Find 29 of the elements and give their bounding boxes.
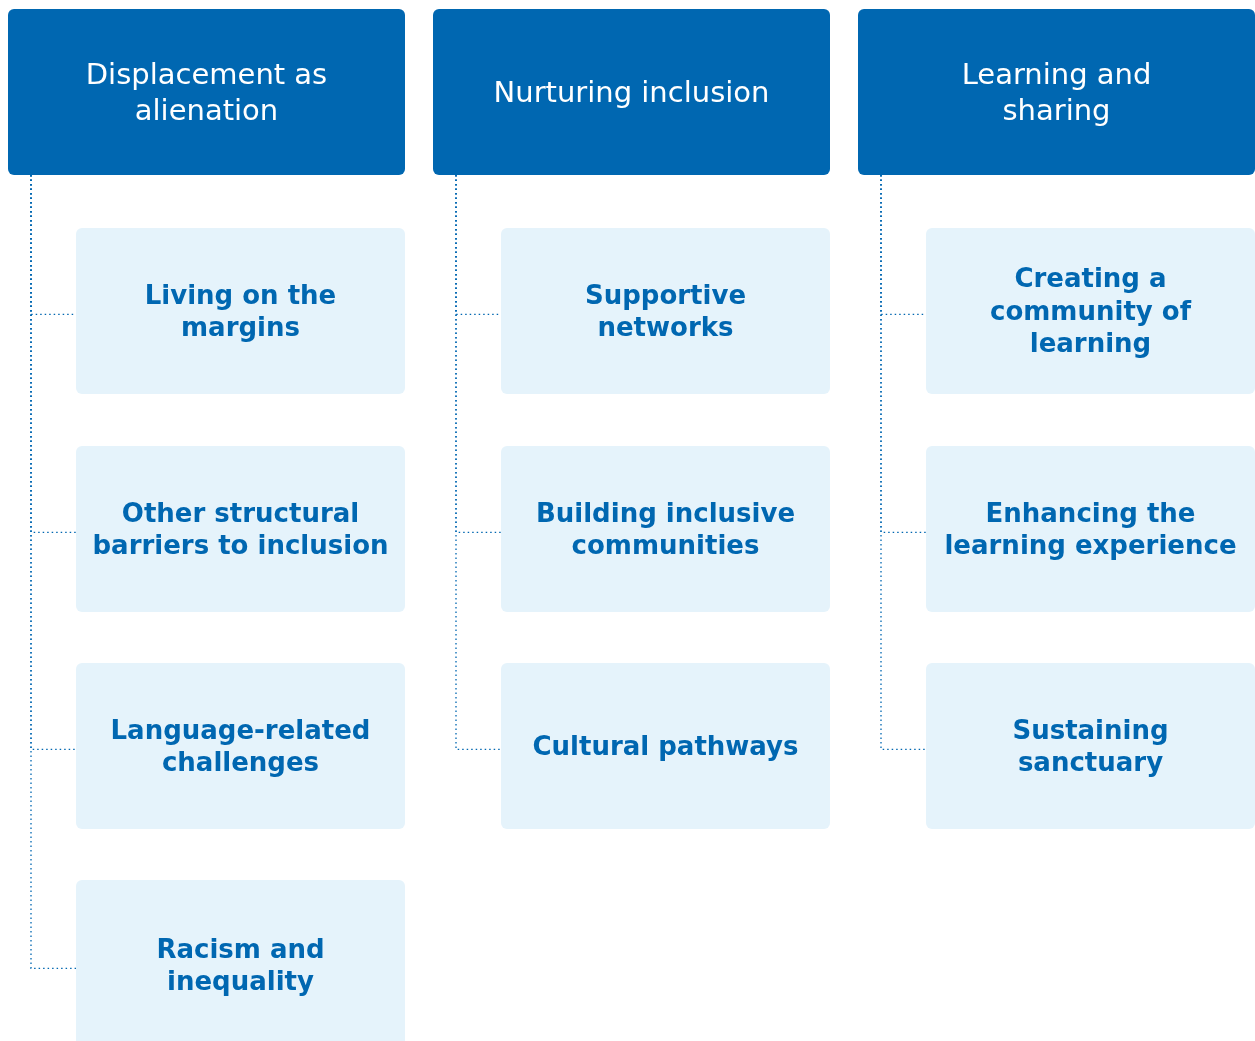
subtheme-title: Creating a community of learning	[989, 262, 1193, 360]
subtheme-box	[76, 446, 405, 612]
subtheme-title: Supportive networks	[583, 278, 748, 344]
subtheme-box	[76, 228, 405, 394]
dotted-connector	[30, 174, 77, 970]
theme-title: Nurturing inclusion	[493, 73, 770, 111]
subtheme-title: Enhancing the learning experience	[943, 496, 1238, 562]
subtheme-box	[926, 446, 1255, 612]
subtheme-title: Language-related challenges	[109, 713, 372, 779]
theme-title: Learning and sharing	[960, 55, 1153, 129]
theme-title: Displacement as alienation	[84, 55, 329, 129]
theme-header-box	[433, 9, 830, 175]
subtheme-box	[76, 880, 405, 1041]
subtheme-title: Living on the margins	[143, 278, 338, 344]
theme-header-box	[8, 9, 405, 175]
subtheme-title: Sustaining sanctuary	[1011, 713, 1170, 779]
subtheme-title: Other structural barriers to inclusion	[91, 496, 390, 562]
subtheme-box	[926, 663, 1255, 829]
subtheme-box	[501, 228, 830, 394]
dotted-connector	[455, 174, 502, 750]
subtheme-title: Racism and inequality	[155, 932, 326, 998]
theme-header-box	[858, 9, 1255, 175]
subtheme-title: Cultural pathways	[532, 729, 799, 763]
subtheme-box	[76, 663, 405, 829]
subtheme-box	[501, 663, 830, 829]
dotted-connector	[880, 174, 927, 750]
subtheme-box	[926, 228, 1255, 394]
subtheme-box	[501, 446, 830, 612]
subtheme-title: Building inclusive communities	[534, 496, 797, 562]
